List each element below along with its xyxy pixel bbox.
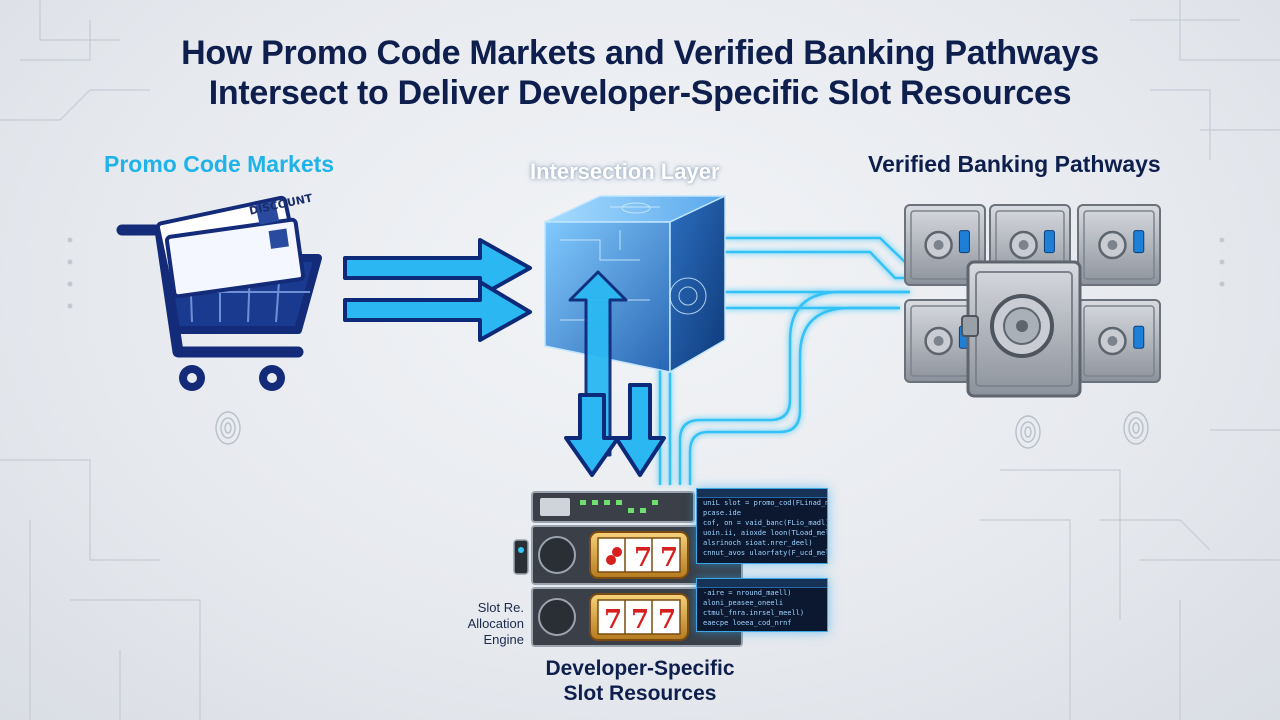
code-line: aloni_peasee_oneeli [703,599,784,607]
slot-resources-label: Developer-Specific Slot Resources [516,656,764,706]
code-line: uniL slot = promo_cod(FLinad_mani) [703,499,827,507]
cherry-icon [612,547,622,557]
fan-icon [538,598,576,636]
verified-banking-label: Verified Banking Pathways [868,151,1161,177]
code-line: cnnut_avos ulaorfaty(F_ucd_melo) [703,549,828,557]
code-line: -aire = nround_maell) [703,589,792,597]
code-line: uoin.ii, aioxde loon(TLoad_meli) [703,529,828,537]
allocation-engine-line-3: Engine [483,632,524,647]
reel-seven: 7 [631,605,649,635]
code-lines: -aire = nround_maell) aloni_peasee_oneel… [697,588,827,628]
fingerprint-icon [1123,411,1149,445]
allocation-engine-line-1: Slot Re. [477,600,524,615]
code-line: ctmul_fnra.inrsel_meell) [703,609,805,617]
fan-icon [538,536,576,574]
page-title-line-2: Intersect to Deliver Developer-Specific … [208,74,1072,112]
code-line: alsrinoch sioat.nrer_deel) [703,539,813,547]
promo-code-markets-label: Promo Code Markets [104,151,335,177]
fingerprint-icon [215,411,241,445]
coupon-tickets [155,195,306,299]
code-line: cof, on = vaid_banc(FLio_madl) [703,519,828,527]
code-panel: uniL slot = promo_cod(FLinad_mani) pcase.… [696,488,828,564]
vault-icon-main [961,260,1082,398]
intersection-layer-label: Intersection Layer [530,159,720,184]
code-panel: -aire = nround_maell) aloni_peasee_oneel… [696,578,828,632]
bank-vault-cluster [904,204,1161,398]
server-rack [513,491,743,647]
arrow-right-icon [343,280,532,342]
slot-resources-label-line-2: Slot Resources [563,682,717,705]
code-lines: uniL slot = promo_cod(FLinad_mani) pcase.… [697,498,827,558]
arrow-up-icon [568,270,628,457]
reel-seven: 7 [604,605,622,635]
arrow-down-icon [614,383,666,477]
reel-seven: 7 [658,605,676,635]
code-panel-header [697,579,827,588]
fingerprint-icon [1015,415,1041,449]
allocation-engine-label: Slot Re. Allocation Engine [440,600,524,648]
code-line: pcase.ide [703,509,741,517]
reel-seven: 7 [634,543,652,573]
allocation-engine-line-2: Allocation [467,616,524,631]
arrow-down-icon [564,393,620,477]
reel-seven: 7 [660,543,678,573]
vault-icon [904,204,986,286]
circuit-dots [67,237,1225,309]
intersection-cube [544,194,726,374]
code-panel-header [697,489,827,498]
vault-icon [1077,204,1161,286]
code-line: eaecpe loeea_cod_nrnf [703,619,792,627]
cherry-icon [606,555,616,565]
arrow-right-icon [343,238,532,298]
vault-icon [1077,299,1161,383]
slot-resources-label-line-1: Developer-Specific [545,657,735,680]
page-title-line-1: How Promo Code Markets and Verified Bank… [181,34,1099,72]
